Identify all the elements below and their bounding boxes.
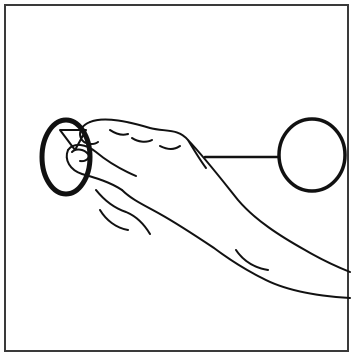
callout-circle-icon [279, 119, 345, 191]
hand-icon [67, 120, 350, 298]
